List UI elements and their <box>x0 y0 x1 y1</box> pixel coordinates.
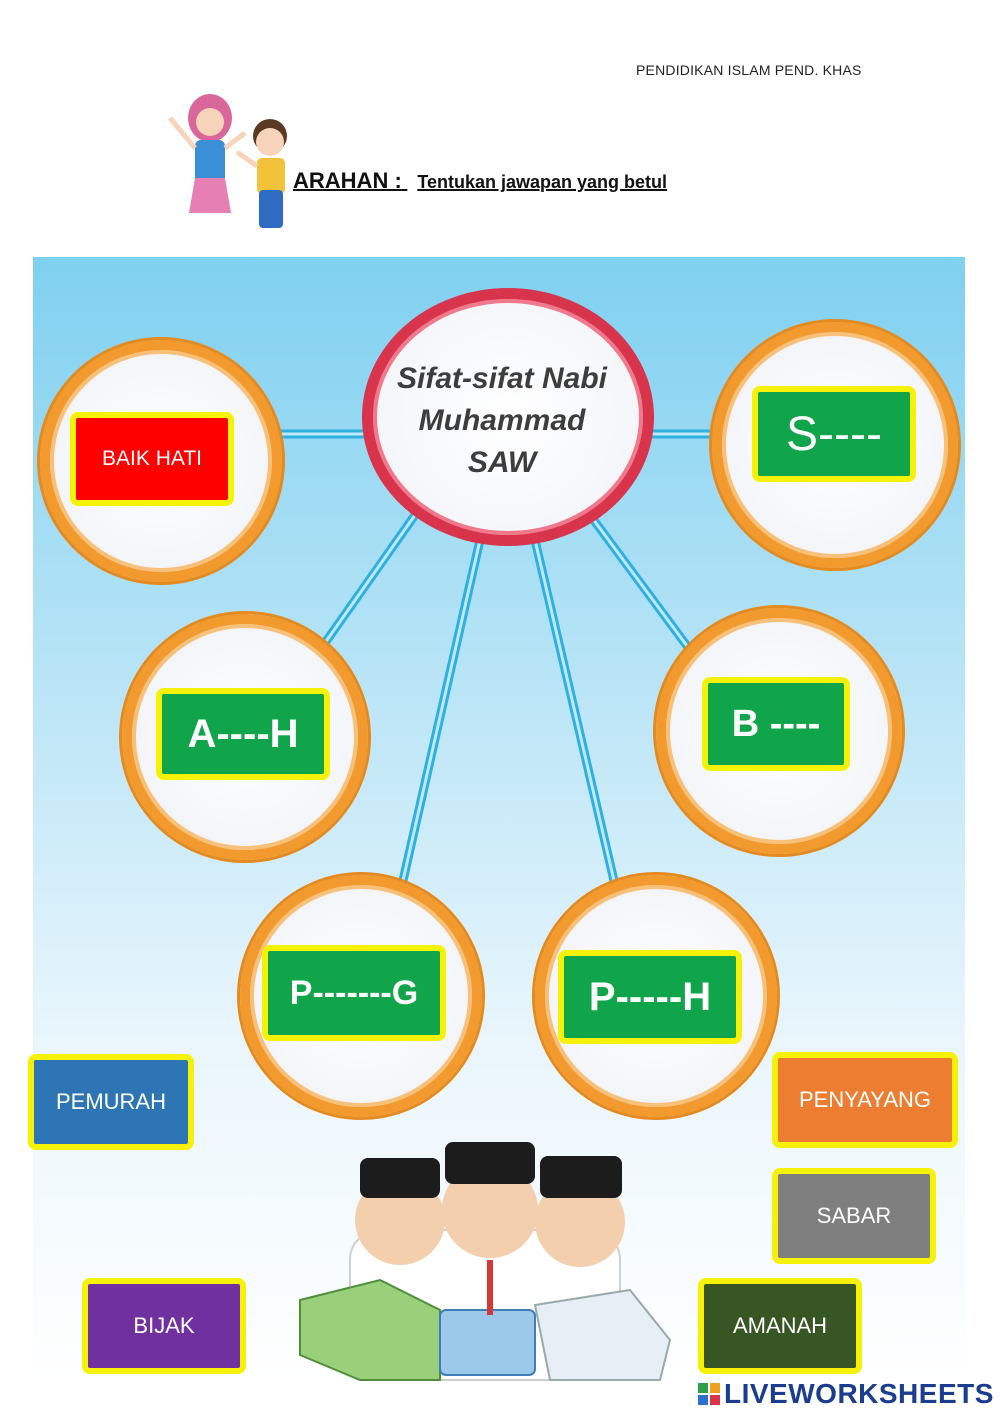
answer-option-amanah-text: AMANAH <box>732 1313 828 1338</box>
answer-slot-6-text: P-----H <box>588 974 712 1019</box>
liveworksheets-logo-text: LIVEWORKSHEETS <box>724 1378 994 1409</box>
answer-slot-3[interactable]: A----H <box>156 688 330 780</box>
answer-slot-5-text: P-------G <box>289 973 419 1012</box>
answer-option-pemurah[interactable]: PEMURAH <box>28 1054 194 1150</box>
answer-option-penyayang-text: PENYAYANG <box>798 1087 932 1112</box>
liveworksheets-logo: LIVEWORKSHEETS <box>698 1378 994 1410</box>
answer-slot-4-text: B ---- <box>731 702 821 745</box>
cartoon-kids-illustration <box>168 94 287 228</box>
answer-slot-2-text: S---- <box>786 407 882 461</box>
center-title-line-1: Sifat-sifat Nabi <box>396 362 608 395</box>
answer-slot-5[interactable]: P-------G <box>262 945 446 1041</box>
center-title-line-3: SAW <box>467 446 537 479</box>
answer-option-pemurah-text: PEMURAH <box>55 1089 166 1114</box>
students-reading-illustration <box>299 1142 672 1381</box>
subject-title: PENDIDIKAN ISLAM PEND. KHAS <box>636 62 862 78</box>
answer-option-amanah[interactable]: AMANAH <box>698 1278 862 1374</box>
answer-option-sabar-text: SABAR <box>816 1203 892 1228</box>
answer-slot-1[interactable]: BAIK HATI <box>70 412 234 506</box>
instruction-text: Tentukan jawapan yang betul <box>417 172 668 192</box>
center-title: Sifat-sifat Nabi Muhammad SAW <box>372 358 632 484</box>
liveworksheets-logo-mark <box>698 1383 720 1405</box>
answer-slot-6[interactable]: P-----H <box>558 950 742 1044</box>
answer-option-sabar[interactable]: SABAR <box>772 1168 936 1264</box>
answer-option-bijak[interactable]: BIJAK <box>82 1278 246 1374</box>
center-circle <box>362 288 654 546</box>
instruction-label: ARAHAN : <box>293 168 402 193</box>
answer-slot-4[interactable]: B ---- <box>702 677 850 771</box>
answer-slot-2[interactable]: S---- <box>752 386 916 482</box>
answer-slot-1-text: BAIK HATI <box>102 447 202 470</box>
answer-option-bijak-text: BIJAK <box>133 1313 195 1338</box>
center-title-line-2: Muhammad <box>418 404 586 437</box>
answer-option-penyayang[interactable]: PENYAYANG <box>772 1052 958 1148</box>
instruction: ARAHAN : Tentukan jawapan yang betul <box>293 168 667 194</box>
answer-slot-3-text: A----H <box>187 711 299 756</box>
